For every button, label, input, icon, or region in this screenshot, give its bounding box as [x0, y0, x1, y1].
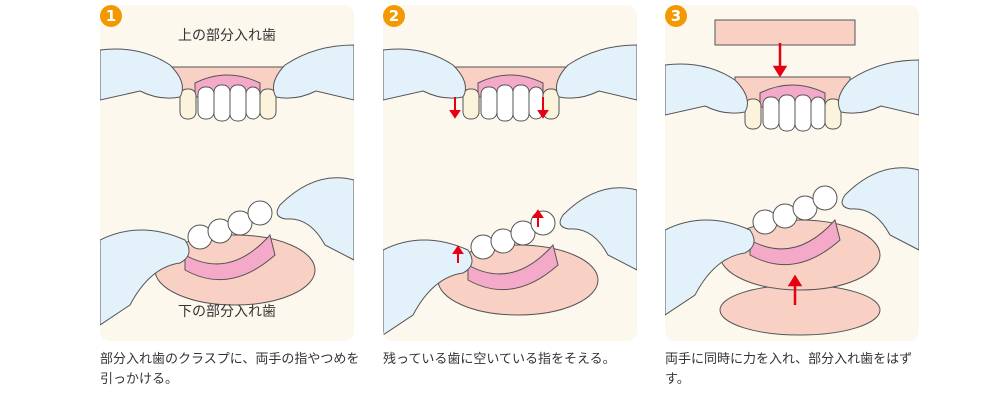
step-3-illustration — [665, 19, 919, 336]
step-2-panel: 2 — [383, 5, 637, 341]
step-3-panel: 3 — [665, 5, 919, 341]
lower-denture-label: 下の部分入れ歯 — [178, 304, 276, 320]
step-2-illustration — [383, 44, 637, 336]
step-2-caption: 残っている歯に空いている指をそえる。 — [383, 352, 616, 367]
step-number-badge: 1 — [100, 5, 122, 27]
arrow-icon — [449, 97, 549, 263]
step-number-badge: 2 — [383, 5, 405, 27]
step-1-illustration — [100, 44, 354, 326]
upper-denture-label: 上の部分入れ歯 — [178, 28, 276, 44]
step-3-caption: 両手に同時に力を入れ、部分入れ歯をはずす。 — [665, 352, 913, 387]
arrow-icon — [772, 43, 803, 305]
step-number-badge: 3 — [665, 5, 687, 27]
step-1-caption: 部分入れ歯のクラスプに、両手の指やつめを引っかける。 — [100, 352, 360, 387]
step-1-panel: 1 上の部分入れ歯 下の部分入れ歯 — [100, 5, 354, 341]
